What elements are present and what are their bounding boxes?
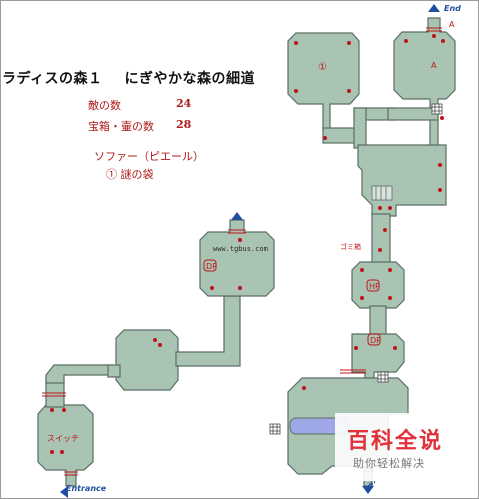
stat-enemies: 敵の数 24 — [88, 97, 198, 113]
arrow-left-entrance — [60, 486, 68, 498]
logo-sub-text: 助你轻松解决 — [353, 457, 425, 470]
watermark-site: www.tgbus.com — [213, 245, 268, 253]
corridor-6 — [369, 305, 387, 337]
arrow-up-end — [428, 4, 440, 12]
room-circle-one — [287, 32, 360, 131]
label-entrance: Entrance — [66, 484, 107, 493]
arrow-down-aprime — [362, 486, 374, 494]
stairs — [371, 185, 393, 201]
stat-chests-value: 28 — [176, 118, 192, 131]
label-dp-top: DP — [206, 262, 217, 271]
label-switch: スイッチ — [47, 434, 79, 443]
area-subtitle: にぎやかな森の細道 — [124, 71, 256, 87]
corridor-8 — [45, 364, 113, 384]
party-heading: ソファー（ピエール） — [94, 150, 204, 163]
label-dp-right: DP — [370, 336, 381, 345]
grate-icon-1 — [431, 103, 443, 115]
item-dots — [50, 34, 445, 454]
stairs-1 — [371, 185, 393, 201]
room-middle — [115, 329, 179, 391]
room-switch — [37, 404, 94, 487]
corridor-3 — [387, 107, 439, 121]
room-dp-right — [351, 333, 405, 381]
corridor-10 — [175, 295, 241, 367]
room-dp-top — [199, 219, 275, 297]
room-a — [393, 17, 456, 148]
exit-arrows — [60, 4, 440, 498]
grate-icon-2 — [377, 371, 389, 383]
corridor-4 — [353, 107, 367, 149]
room-junction — [357, 144, 447, 217]
grate-icon-3 — [269, 423, 281, 435]
stat-enemies-value: 24 — [176, 97, 192, 110]
area-name: ラディスの森１ — [2, 71, 103, 87]
label-gomi: ゴミ箱 — [340, 243, 361, 251]
corridor-9 — [107, 364, 121, 378]
label-hp: HP — [369, 282, 380, 291]
stat-chests: 宝箱・壷の数 28 — [88, 118, 198, 134]
watermark-logo: 百科全说 助你轻松解决 — [335, 413, 465, 481]
label-circle-one: ① — [318, 62, 327, 73]
stat-enemies-label: 敵の数 — [88, 99, 121, 112]
marker-rings — [203, 259, 381, 346]
grates — [269, 103, 443, 435]
party-item: ① 謎の袋 — [106, 168, 154, 181]
map-title: ラディスの森１ にぎやかな森の細道 — [2, 68, 255, 88]
logo-main-text: 百科全说 — [347, 429, 444, 454]
label-end: End — [444, 4, 461, 13]
arrow-up-dp — [231, 212, 243, 220]
stat-chests-label: 宝箱・壷の数 — [88, 120, 154, 133]
label-a-room: A — [431, 61, 437, 70]
label-a-top: A — [449, 20, 455, 29]
label-a-prime: a' — [368, 480, 376, 489]
corridor-5 — [371, 213, 391, 265]
